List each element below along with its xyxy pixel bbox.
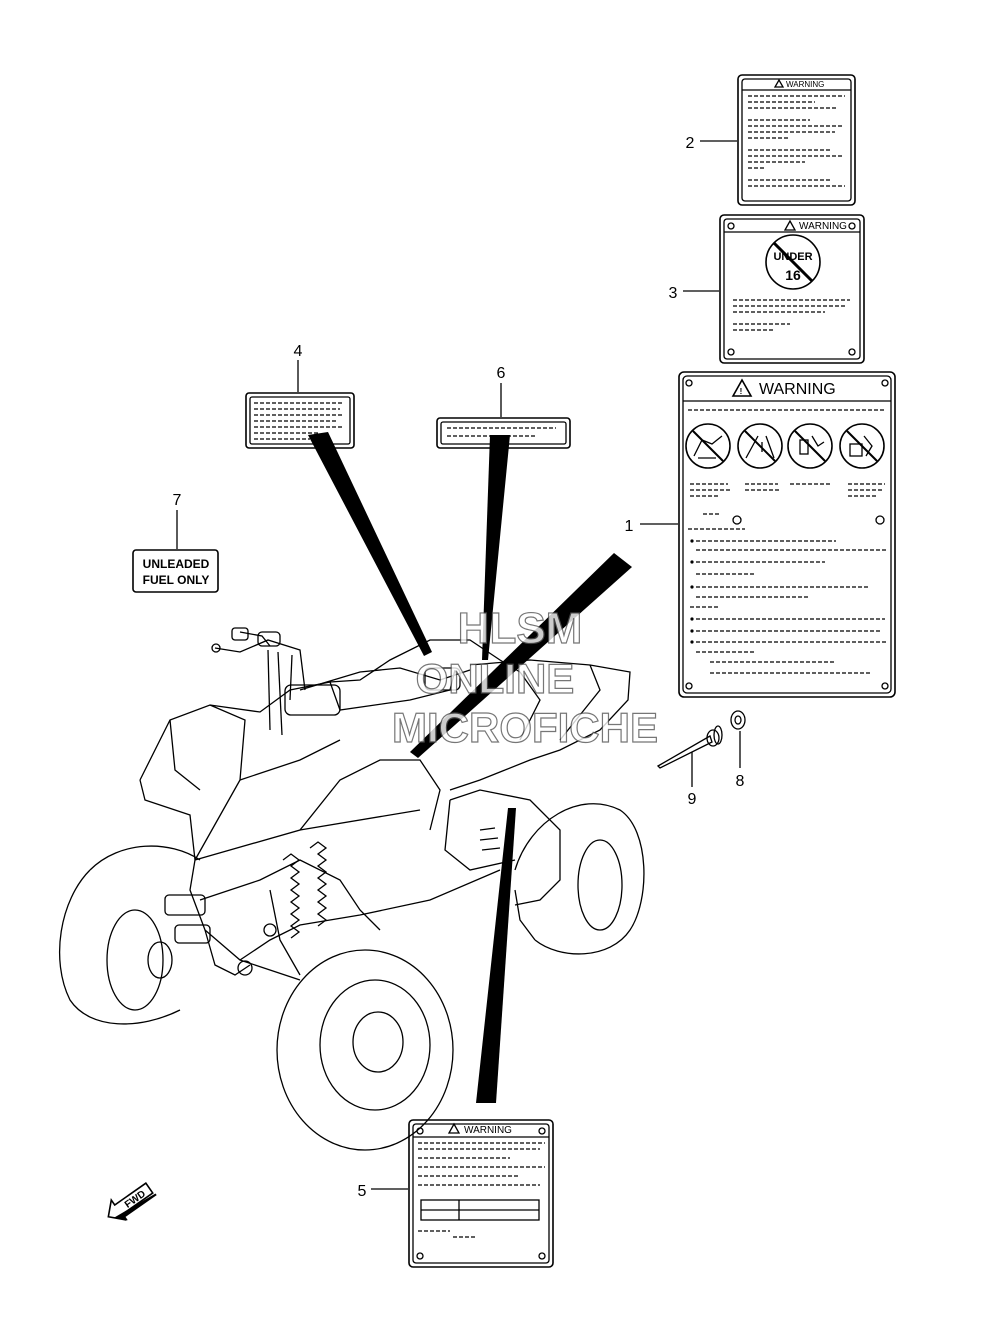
leader-wedges [308, 432, 632, 1103]
watermark-line1: HLSM [458, 604, 583, 653]
no-passenger-icon [685, 423, 731, 469]
label-1-warning: WARNING [759, 381, 836, 398]
callout-7: 7 [173, 492, 182, 509]
under16-bottom: 16 [785, 267, 801, 283]
fwd-arrow-icon: FWD [107, 1182, 157, 1221]
no-alcohol-icon [787, 423, 833, 469]
label-7-line1: UNLEADED [143, 557, 210, 571]
callout-8: 8 [736, 773, 745, 790]
callout-4: 4 [294, 343, 303, 360]
leader-wedge-6 [482, 435, 510, 660]
svg-text:!: ! [740, 387, 743, 396]
washer-part: 8 [730, 710, 746, 790]
no-road-icon [737, 423, 783, 469]
callout-9: 9 [688, 791, 697, 808]
callout-5: 5 [358, 1183, 367, 1200]
label-3-warning: WARNING [799, 221, 847, 232]
callout-3: 3 [669, 285, 678, 302]
callout-1: 1 [625, 518, 634, 535]
callout-2: 2 [686, 135, 695, 152]
label-2: WARNING 2 [686, 74, 856, 206]
rivet-part: 9 [656, 725, 723, 808]
label-1: ! WARNING [625, 371, 896, 698]
leader-wedge-4 [308, 432, 432, 656]
label-7: UNLEADED FUEL ONLY 7 [132, 492, 219, 593]
leader-wedge-5 [476, 808, 516, 1103]
label-7-line2: FUEL ONLY [143, 573, 210, 587]
label-2-warning: WARNING [786, 80, 824, 89]
no-stunt-icon [839, 423, 885, 469]
label-5-warning: WARNING [464, 1125, 512, 1136]
no-under-16-icon [765, 234, 821, 290]
watermark-line3: MICROFICHE [392, 704, 658, 751]
callout-6: 6 [497, 365, 506, 382]
label-4: 4 [245, 343, 355, 449]
label-3: WARNING UNDER 16 3 [669, 214, 865, 364]
watermark-line2: ONLINE [416, 655, 575, 702]
label-5: WARNING 5 [358, 1119, 554, 1268]
label-6: 6 [436, 365, 571, 449]
watermark: HLSM ONLINE MICROFICHE [391, 603, 658, 751]
leader-wedge-1 [410, 553, 632, 758]
atv-drawing [59, 627, 645, 1151]
